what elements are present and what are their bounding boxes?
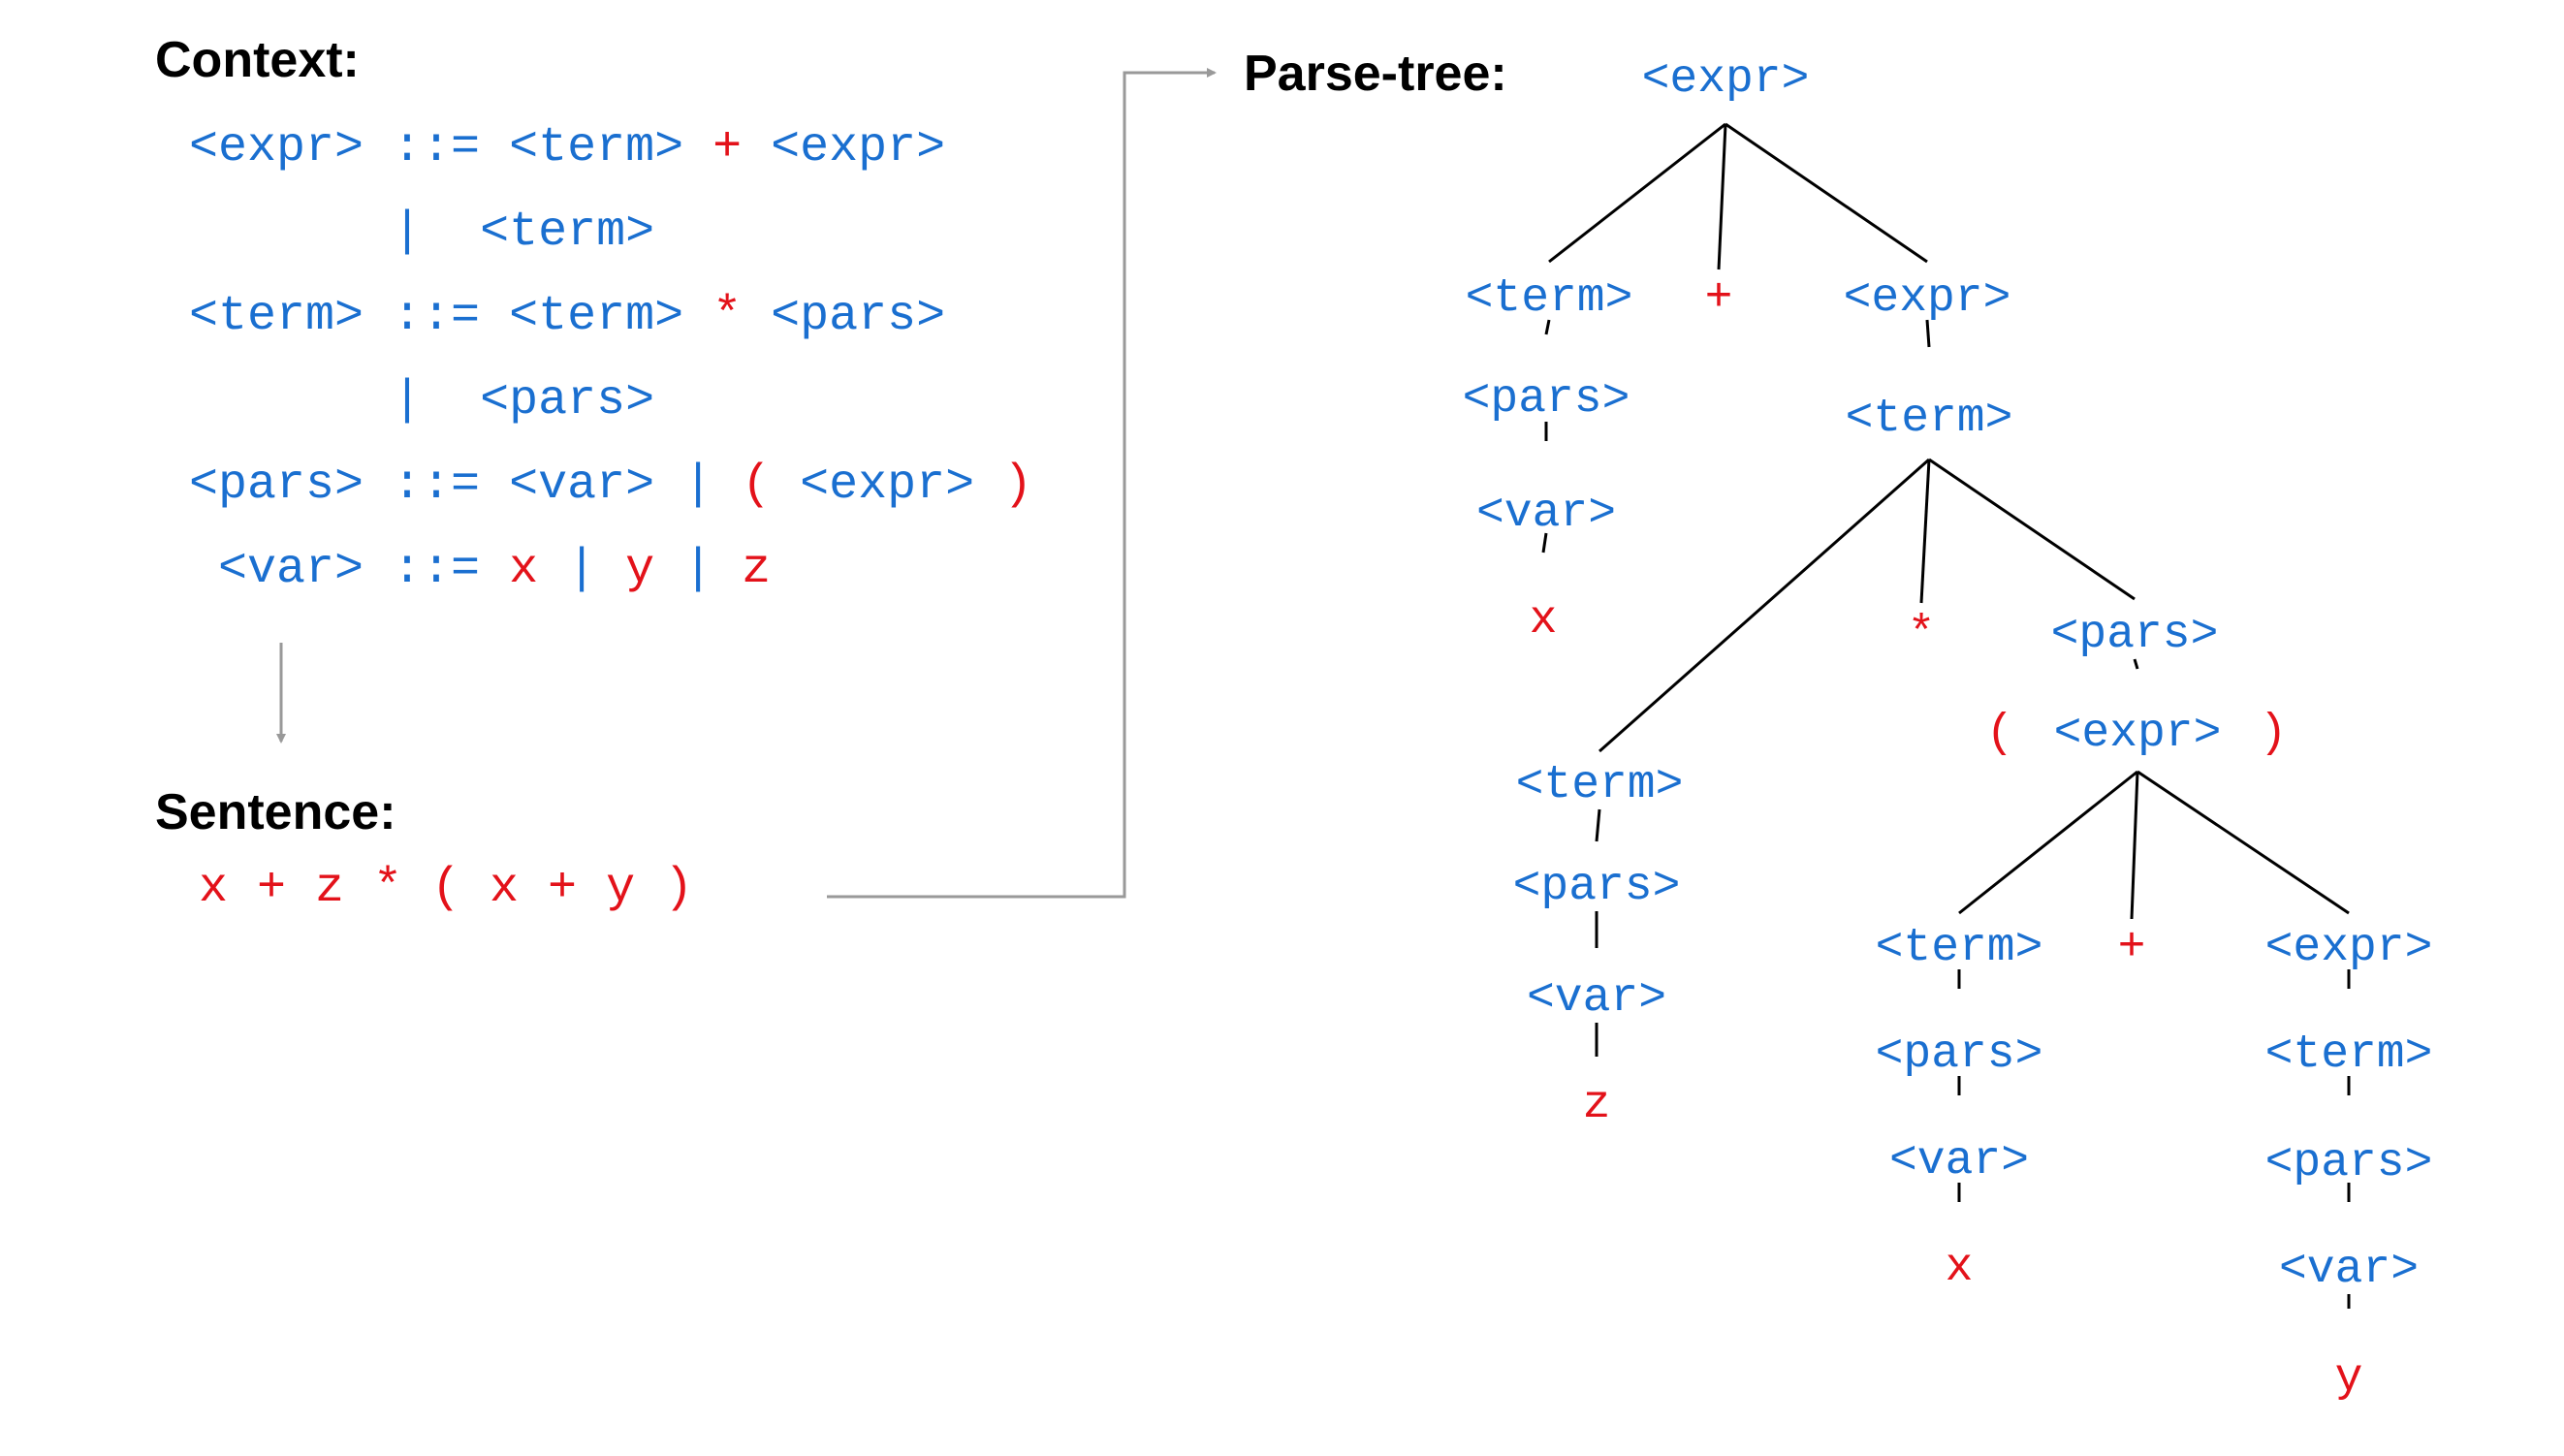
grammar-token: <expr>: [771, 120, 946, 175]
tree-edge: [1717, 123, 1727, 270]
grammar-token: <var>: [509, 458, 655, 513]
parse-tree-heading: Parse-tree:: [1244, 46, 1507, 102]
sentence-heading: Sentence:: [155, 784, 396, 840]
grammar-token: (: [742, 458, 801, 513]
tree-edge: [1925, 319, 1931, 348]
tree-node: <pars>: [1876, 1029, 2043, 1081]
tree-node: +: [2118, 922, 2146, 974]
tree-node: <term>: [1846, 393, 2013, 445]
tree-node: <var>: [2279, 1244, 2419, 1296]
grammar-token: ::=: [364, 289, 510, 344]
grammar-rule-line: | <term>: [189, 205, 654, 260]
tree-edge: [1928, 458, 2136, 601]
grammar-token: +: [683, 120, 772, 175]
grammar-token: |: [189, 373, 481, 428]
tree-node: <expr>: [1844, 272, 2011, 325]
tree-edge: [1919, 459, 1931, 604]
tree-edge: [1958, 770, 2138, 915]
arrow-sentence-to-parse-tree: [827, 68, 1217, 899]
grammar-token: |: [654, 458, 743, 513]
tree-node: *: [1908, 609, 1936, 661]
tree-node: z: [1583, 1079, 1611, 1131]
tree-node: ): [2260, 708, 2288, 760]
grammar-token: <term>: [189, 289, 364, 344]
tree-node: <term>: [1466, 272, 1633, 325]
tree-node: <pars>: [1463, 373, 1630, 426]
tree-node: <term>: [1516, 759, 1684, 811]
tree-node: x: [1946, 1242, 1974, 1294]
grammar-token: <pars>: [771, 289, 946, 344]
grammar-rule-line: <var> ::= x | y | z: [189, 542, 771, 597]
tree-node: <var>: [1476, 488, 1616, 540]
tree-node: +: [1705, 272, 1733, 325]
grammar-token: |: [189, 205, 481, 260]
grammar-token: <pars>: [480, 373, 655, 428]
grammar-token: <term>: [509, 120, 684, 175]
grammar-token: y: [625, 542, 655, 597]
tree-edge: [1544, 319, 1551, 335]
grammar-rule-line: <pars> ::= <var> | ( <expr> ): [189, 458, 1032, 513]
grammar-token: x: [509, 542, 539, 597]
tree-edge: [1725, 122, 1928, 264]
context-heading: Context:: [155, 32, 360, 88]
tree-node: <var>: [1889, 1135, 2029, 1187]
grammar-token: <pars>: [189, 458, 364, 513]
tree-node: <term>: [2265, 1029, 2433, 1081]
grammar-token: ::=: [364, 120, 510, 175]
tree-node: <expr>: [1642, 53, 1810, 106]
grammar-token: ::=: [364, 542, 510, 597]
tree-edge: [1541, 532, 1548, 554]
grammar-rule-line: <term> ::= <term> * <pars>: [189, 289, 945, 344]
grammar-token: <term>: [509, 289, 684, 344]
tree-node: <pars>: [2265, 1137, 2433, 1189]
tree-edge: [2137, 770, 2350, 915]
grammar-token: ): [974, 458, 1033, 513]
grammar-token: ::=: [364, 458, 510, 513]
grammar-token: z: [742, 542, 772, 597]
grammar-token: <term>: [480, 205, 655, 260]
tree-edge: [1595, 808, 1601, 842]
grammar-token: <expr>: [189, 120, 364, 175]
grammar-token: *: [683, 289, 772, 344]
tree-node: x: [1530, 594, 1558, 647]
tree-node: <var>: [1527, 972, 1666, 1025]
sentence-text: x + z * ( x + y ): [199, 861, 694, 916]
grammar-token: |: [538, 542, 626, 597]
tree-node: <expr>: [2054, 708, 2222, 760]
grammar-rule-line: <expr> ::= <term> + <expr>: [189, 120, 945, 175]
grammar-token: <expr>: [800, 458, 975, 513]
tree-node: <expr>: [2265, 922, 2433, 974]
grammar-token: |: [654, 542, 743, 597]
tree-edge: [1599, 458, 1930, 753]
tree-node: (: [1986, 708, 2014, 760]
tree-edge: [2133, 658, 2139, 670]
grammar-rule-line: | <pars>: [189, 373, 654, 428]
tree-node: <pars>: [1513, 861, 1681, 913]
tree-node: <pars>: [2051, 609, 2219, 661]
tree-edge: [1548, 122, 1726, 264]
grammar-token: <var>: [189, 542, 364, 597]
tree-edge: [2130, 771, 2139, 920]
tree-node: <term>: [1876, 922, 2043, 974]
tree-node: y: [2335, 1352, 2363, 1405]
